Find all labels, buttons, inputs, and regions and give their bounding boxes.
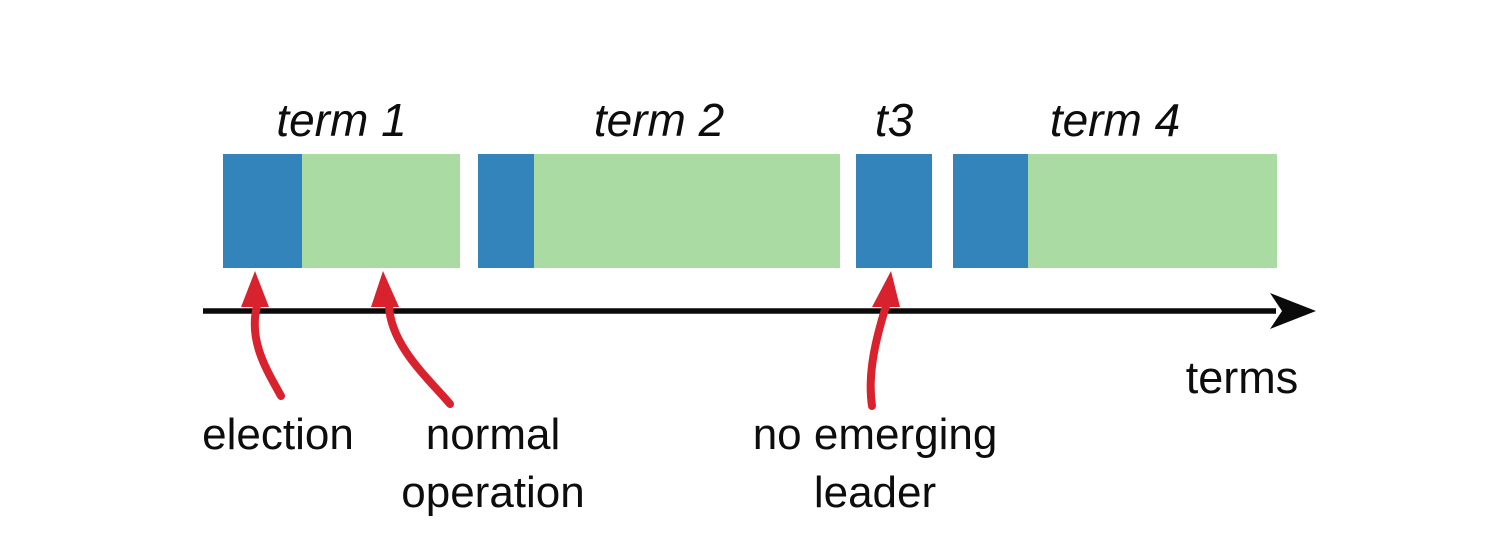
normal-operation-segment xyxy=(534,154,840,268)
no-emerging-leader-label-line2: leader xyxy=(813,468,937,517)
election-label-text: election xyxy=(202,410,354,459)
normal-operation-label-line2: operation xyxy=(401,468,585,517)
no-emerging-leader-label-line1: no emerging xyxy=(752,410,998,459)
normal-operation-segment xyxy=(302,154,460,268)
term-label: t3 xyxy=(874,94,914,146)
election-segment xyxy=(953,154,1028,268)
term-group-4: term 4 xyxy=(953,94,1277,268)
normal-operation-segment xyxy=(1028,154,1277,268)
no-emerging-leader-label: no emerging leader xyxy=(753,406,998,522)
term-label: term 2 xyxy=(593,94,725,146)
no-emerging-leader-annotation-arrow xyxy=(866,271,900,410)
normal-operation-annotation-arrow xyxy=(371,271,454,408)
election-label: election xyxy=(202,406,354,464)
election-segment xyxy=(856,154,932,268)
term-label: term 4 xyxy=(1049,94,1181,146)
term-group-3: t3 xyxy=(856,94,932,268)
election-annotation-arrow xyxy=(241,271,285,400)
term-group-2: term 2 xyxy=(478,94,840,268)
axis-label: terms xyxy=(1185,352,1299,403)
term-label: term 1 xyxy=(276,94,407,146)
normal-operation-label: normal operation xyxy=(401,406,584,522)
normal-operation-label-line1: normal xyxy=(425,410,561,459)
timeline-axis-arrowhead-icon xyxy=(1270,293,1316,329)
term-group-1: term 1 xyxy=(223,94,460,268)
election-segment xyxy=(478,154,534,268)
election-segment xyxy=(223,154,302,268)
